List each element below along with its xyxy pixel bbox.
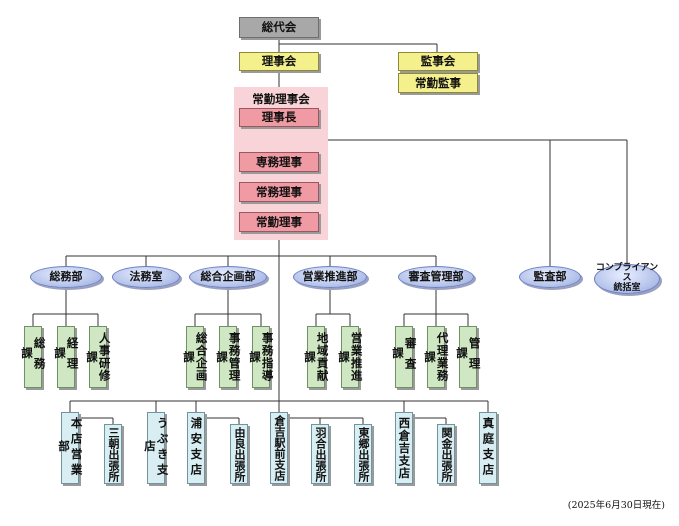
nishikurayoshi-box: 西倉吉支店 xyxy=(395,412,413,484)
yura-label: 由良出張所 xyxy=(233,426,247,482)
kurayoshi-ekimae-box: 倉吉駅前支店 xyxy=(270,412,288,484)
shinsa-ka-label: 審査課 xyxy=(391,336,418,378)
kanri-ka-label: 管理課 xyxy=(455,336,482,378)
kanjikai-box: 監事会 xyxy=(398,52,478,71)
eigyosuishin-ka-label: 営業推進課 xyxy=(337,332,364,382)
executive-committee-title: 常勤理事会 xyxy=(252,92,310,106)
nishikurayoshi-label: 西倉吉支店 xyxy=(397,416,412,480)
sogokikaku-ka-label: 総合企画課 xyxy=(182,332,209,382)
dairigyomu-ka-box: 代理業務課 xyxy=(423,326,450,388)
senmu-box: 専務理事 xyxy=(239,152,319,172)
somu-ka-label: 総務課 xyxy=(20,336,47,378)
jokin-riji-box: 常勤理事 xyxy=(239,212,319,232)
maniwa-box: 真庭支店 xyxy=(479,412,497,484)
sogokikaku-ka-box: 総合企画課 xyxy=(182,326,209,388)
sogokikakubu-oval: 総合企画部 xyxy=(189,266,267,288)
jimukanri-ka-label: 事務管理課 xyxy=(215,332,242,382)
somu-ka-box: 総務課 xyxy=(20,326,47,388)
ubuki-box: うぶき支店 xyxy=(143,412,170,484)
sekigane-label: 関金出張所 xyxy=(440,426,454,482)
eigyosuishinbu-oval: 営業推進部 xyxy=(293,266,367,288)
chiikikoken-ka-box: 地域貢献課 xyxy=(303,326,330,388)
homushitsu-oval: 法務室 xyxy=(112,266,180,288)
rijicho-box: 理事長 xyxy=(239,108,319,127)
keiri-ka-label: 経理課 xyxy=(53,336,80,378)
sodaikai-box: 総代会 xyxy=(239,17,319,38)
togo-label: 東郷出張所 xyxy=(357,426,371,482)
honten-label: 本店営業部 xyxy=(57,417,84,479)
jinji-ka-label: 人事研修課 xyxy=(85,332,112,382)
dairigyomu-ka-label: 代理業務課 xyxy=(423,332,450,382)
rijikai-box: 理事会 xyxy=(239,52,319,71)
somubu-oval: 総務部 xyxy=(30,266,102,288)
ubuki-label: うぶき支店 xyxy=(143,417,170,479)
as-of-date-note: (2025年6月30日現在) xyxy=(567,500,665,511)
jomu-box: 常務理事 xyxy=(239,182,319,202)
jimushido-ka-box: 事務指導課 xyxy=(248,326,275,388)
mitsuge-box: 三朝出張所 xyxy=(104,424,122,484)
honten-box: 本店営業部 xyxy=(57,412,84,484)
kanri-ka-box: 管理課 xyxy=(455,326,482,388)
shinsa-ka-box: 審査課 xyxy=(391,326,418,388)
jokin-kanji-box: 常勤監事 xyxy=(398,73,478,93)
compliance-oval: コンプライアンス 統括室 xyxy=(594,263,660,294)
urayasu-label: 浦安支店 xyxy=(189,417,204,479)
shinsakanribu-oval: 審査管理部 xyxy=(398,266,474,288)
urayasu-box: 浦安支店 xyxy=(187,412,205,484)
eigyosuishin-ka-box: 営業推進課 xyxy=(337,326,364,388)
hane-label: 羽合出張所 xyxy=(314,426,328,482)
togo-box: 東郷出張所 xyxy=(354,424,372,484)
hane-box: 羽合出張所 xyxy=(311,424,329,484)
mitsuge-label: 三朝出張所 xyxy=(107,426,121,482)
chiikikoken-ka-label: 地域貢献課 xyxy=(303,332,330,382)
jimushido-ka-label: 事務指導課 xyxy=(248,332,275,382)
sekigane-box: 関金出張所 xyxy=(437,424,455,484)
kansabu-oval: 監査部 xyxy=(519,266,581,288)
keiri-ka-box: 経理課 xyxy=(53,326,80,388)
kurayoshi-ekimae-label: 倉吉駅前支店 xyxy=(273,415,287,481)
jinji-ka-box: 人事研修課 xyxy=(85,326,112,388)
maniwa-label: 真庭支店 xyxy=(481,417,496,479)
yura-box: 由良出張所 xyxy=(230,424,248,484)
jimukanri-ka-box: 事務管理課 xyxy=(215,326,242,388)
